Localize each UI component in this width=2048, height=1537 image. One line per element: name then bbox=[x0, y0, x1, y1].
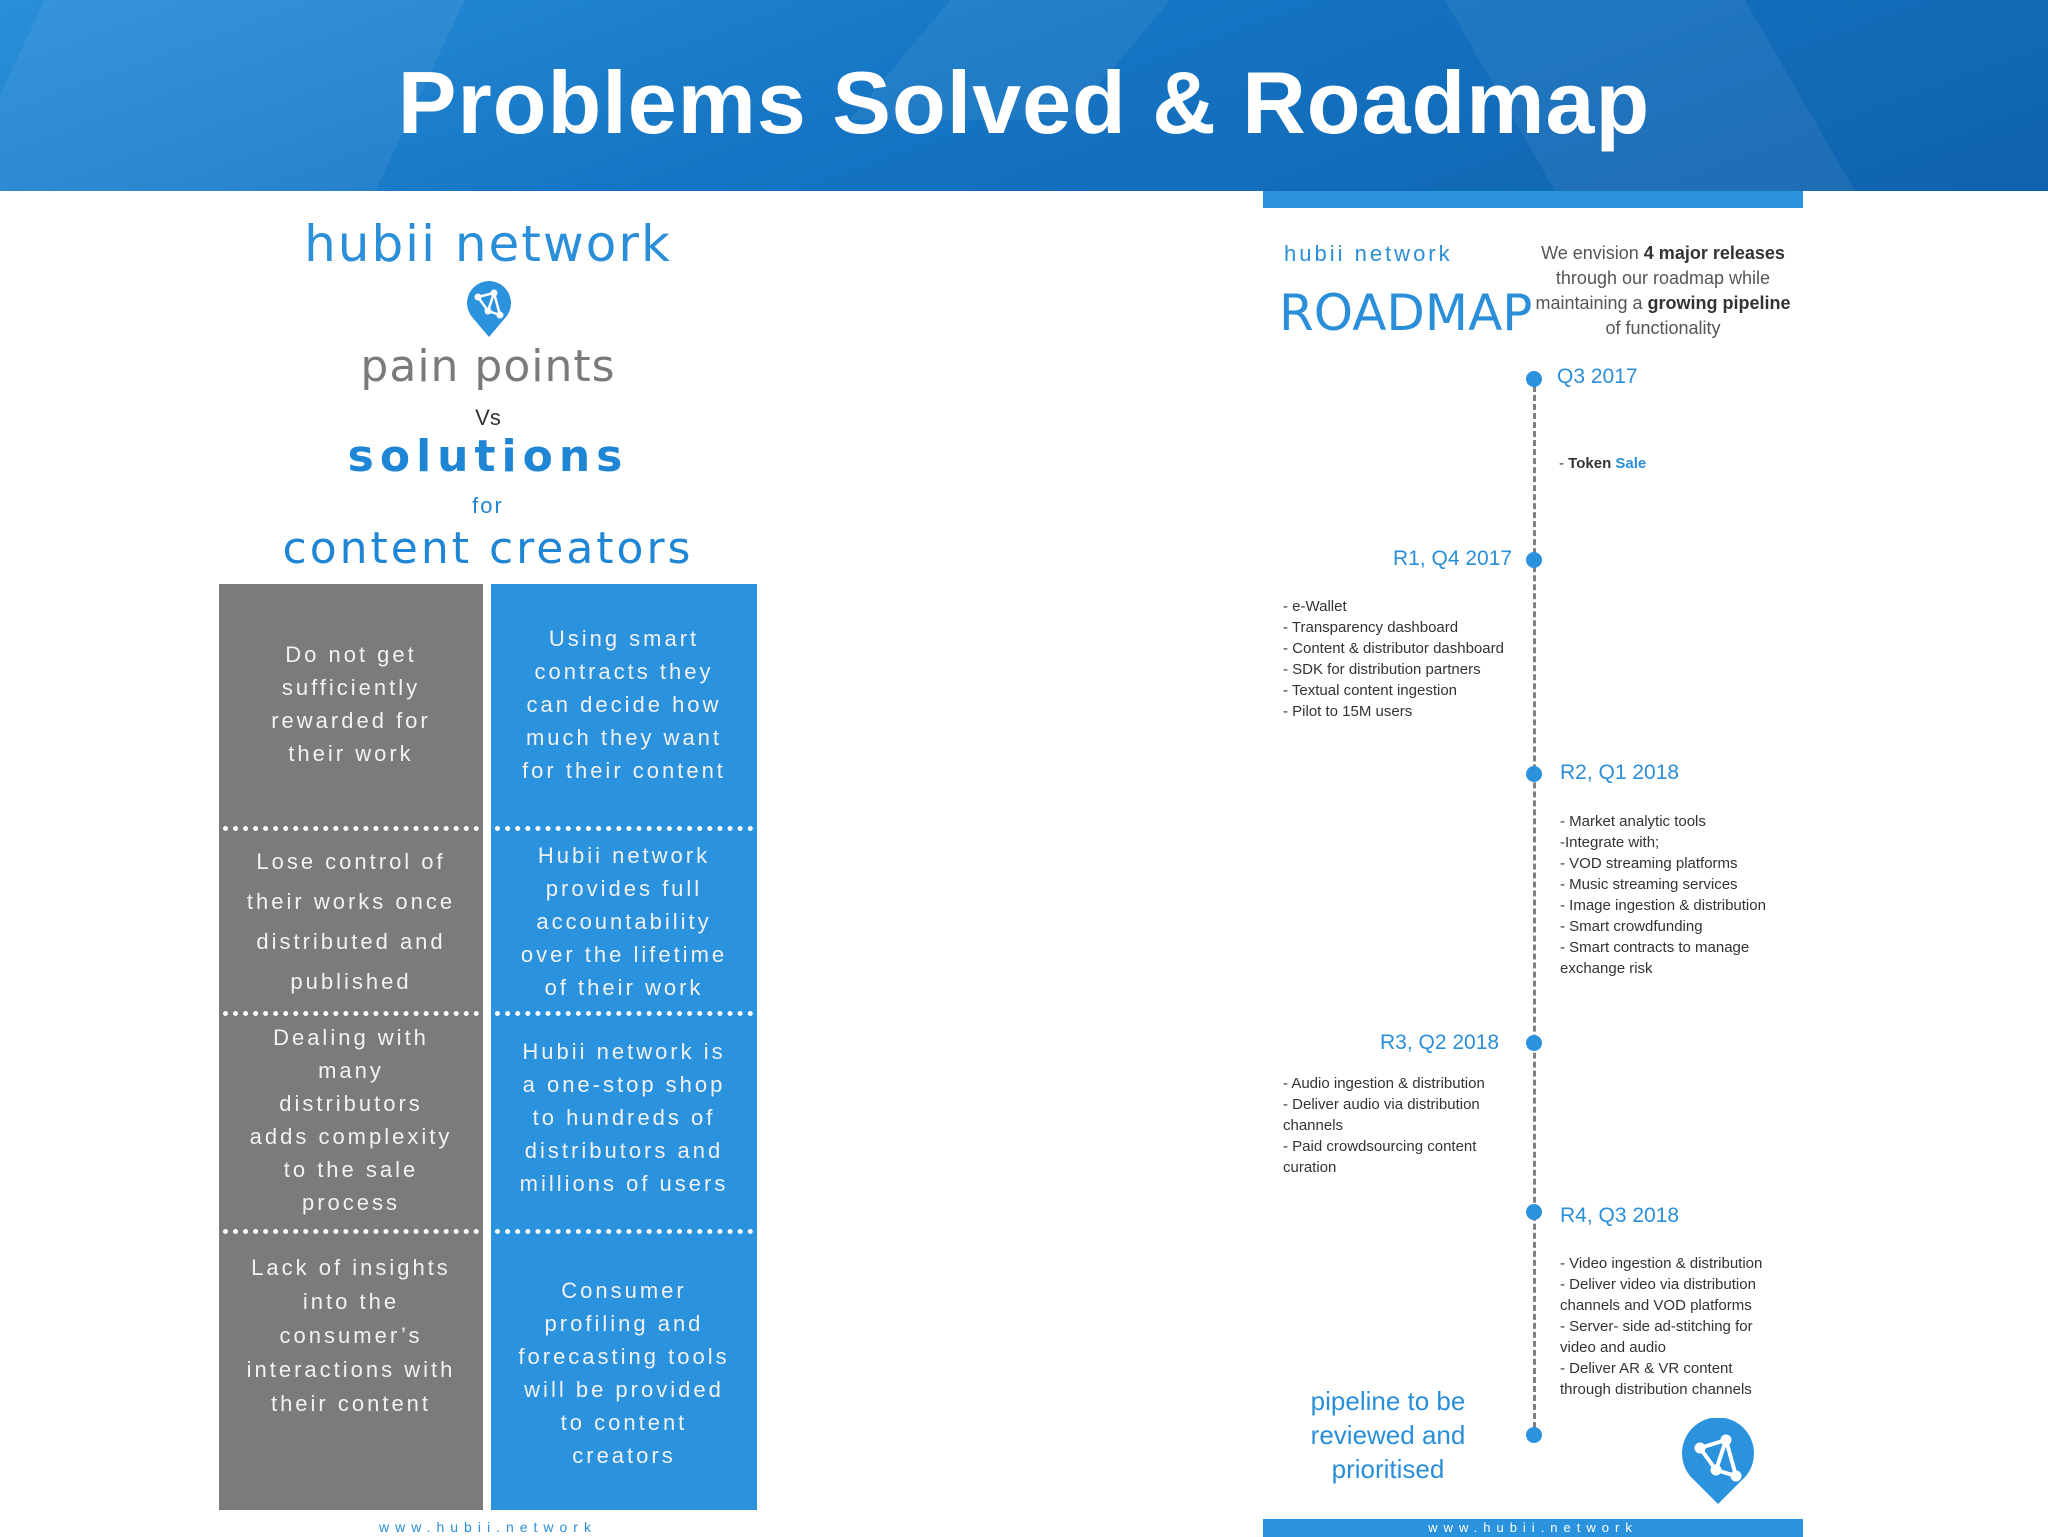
dotted-divider bbox=[223, 1229, 479, 1234]
roadmap-brand: hubii network bbox=[1284, 241, 1453, 266]
problem-cell: Do not get sufficiently rewarded for the… bbox=[271, 642, 431, 766]
milestone-label: Q3 2017 bbox=[1557, 365, 1638, 388]
for-label: for bbox=[472, 493, 504, 518]
vs-label: Vs bbox=[475, 405, 501, 430]
roadmap-panel: hubii network ROADMAP We envision 4 majo… bbox=[1263, 191, 1803, 1537]
solution-cell: Consumer profiling and forecasting tools… bbox=[518, 1278, 730, 1468]
milestone-dot bbox=[1526, 766, 1542, 782]
solutions-heading: solutions bbox=[347, 431, 629, 482]
milestone-dot bbox=[1526, 371, 1542, 387]
website-url: www.hubii.network bbox=[379, 1519, 597, 1535]
milestone-dot bbox=[1526, 1204, 1542, 1220]
solution-cell: Hubii network provides full accountabili… bbox=[520, 843, 728, 1000]
problem-cell: Dealing with many distributors adds comp… bbox=[249, 1024, 453, 1215]
dotted-divider bbox=[223, 1011, 479, 1016]
milestone-label: R4, Q3 2018 bbox=[1560, 1204, 1680, 1227]
hubii-logo-icon bbox=[1682, 1418, 1754, 1504]
brand-title: hubii network bbox=[304, 215, 672, 273]
problems-column: Do not get sufficiently rewarded for the… bbox=[219, 584, 483, 1510]
dotted-divider bbox=[495, 1011, 753, 1016]
solution-cell: Using smart contracts they can decide ho… bbox=[522, 625, 726, 783]
pain-points-heading: pain points bbox=[360, 341, 616, 392]
problem-cell: Lose control of their works once distrib… bbox=[246, 848, 456, 994]
milestone-items: - Audio ingestion & distribution - Deliv… bbox=[1283, 1075, 1485, 1176]
hubii-logo-icon bbox=[467, 281, 511, 337]
dotted-divider bbox=[223, 826, 479, 831]
content-creators-heading: content creators bbox=[282, 523, 694, 574]
milestone-items: - Market analytic tools -Integrate with;… bbox=[1560, 813, 1766, 977]
pain-points-panel: hubii network pain points Vs solutions f… bbox=[219, 191, 757, 1537]
solutions-column: Using smart contracts they can decide ho… bbox=[491, 584, 757, 1510]
envision-text: We envision 4 major releases through our… bbox=[1535, 243, 1791, 338]
problem-cell: Lack of insights into the consumer’s int… bbox=[246, 1255, 456, 1416]
problem-solution-grid: Do not get sufficiently rewarded for the… bbox=[219, 584, 757, 1510]
roadmap-title: ROADMAP bbox=[1279, 284, 1533, 342]
milestone-items: - e-Wallet - Transparency dashboard - Co… bbox=[1283, 598, 1504, 720]
milestone-dot bbox=[1526, 1035, 1542, 1051]
milestone-items: - Token Sale bbox=[1559, 455, 1647, 472]
milestone-label: R2, Q1 2018 bbox=[1560, 761, 1680, 784]
solution-cell: Hubii network is a one-stop shop to hund… bbox=[519, 1038, 729, 1196]
milestone-label: R3, Q2 2018 bbox=[1380, 1031, 1500, 1054]
dotted-divider bbox=[495, 826, 753, 831]
pipeline-text: pipeline to be reviewed and prioritised bbox=[1310, 1386, 1466, 1484]
milestone-dot bbox=[1526, 1427, 1542, 1443]
milestone-label: R1, Q4 2017 bbox=[1393, 547, 1513, 570]
roadmap-top-bar bbox=[1263, 191, 1803, 208]
milestone-dot bbox=[1526, 552, 1542, 568]
page-title: Problems Solved & Roadmap bbox=[397, 53, 1651, 152]
dotted-divider bbox=[495, 1229, 753, 1234]
header-banner: Problems Solved & Roadmap bbox=[0, 0, 2048, 191]
milestone-items: - Video ingestion & distribution - Deliv… bbox=[1560, 1255, 1763, 1398]
roadmap-bottom-bar: www.hubii.network bbox=[1263, 1519, 1803, 1537]
timeline-line bbox=[1533, 377, 1536, 1437]
website-url: www.hubii.network bbox=[1428, 1520, 1638, 1535]
